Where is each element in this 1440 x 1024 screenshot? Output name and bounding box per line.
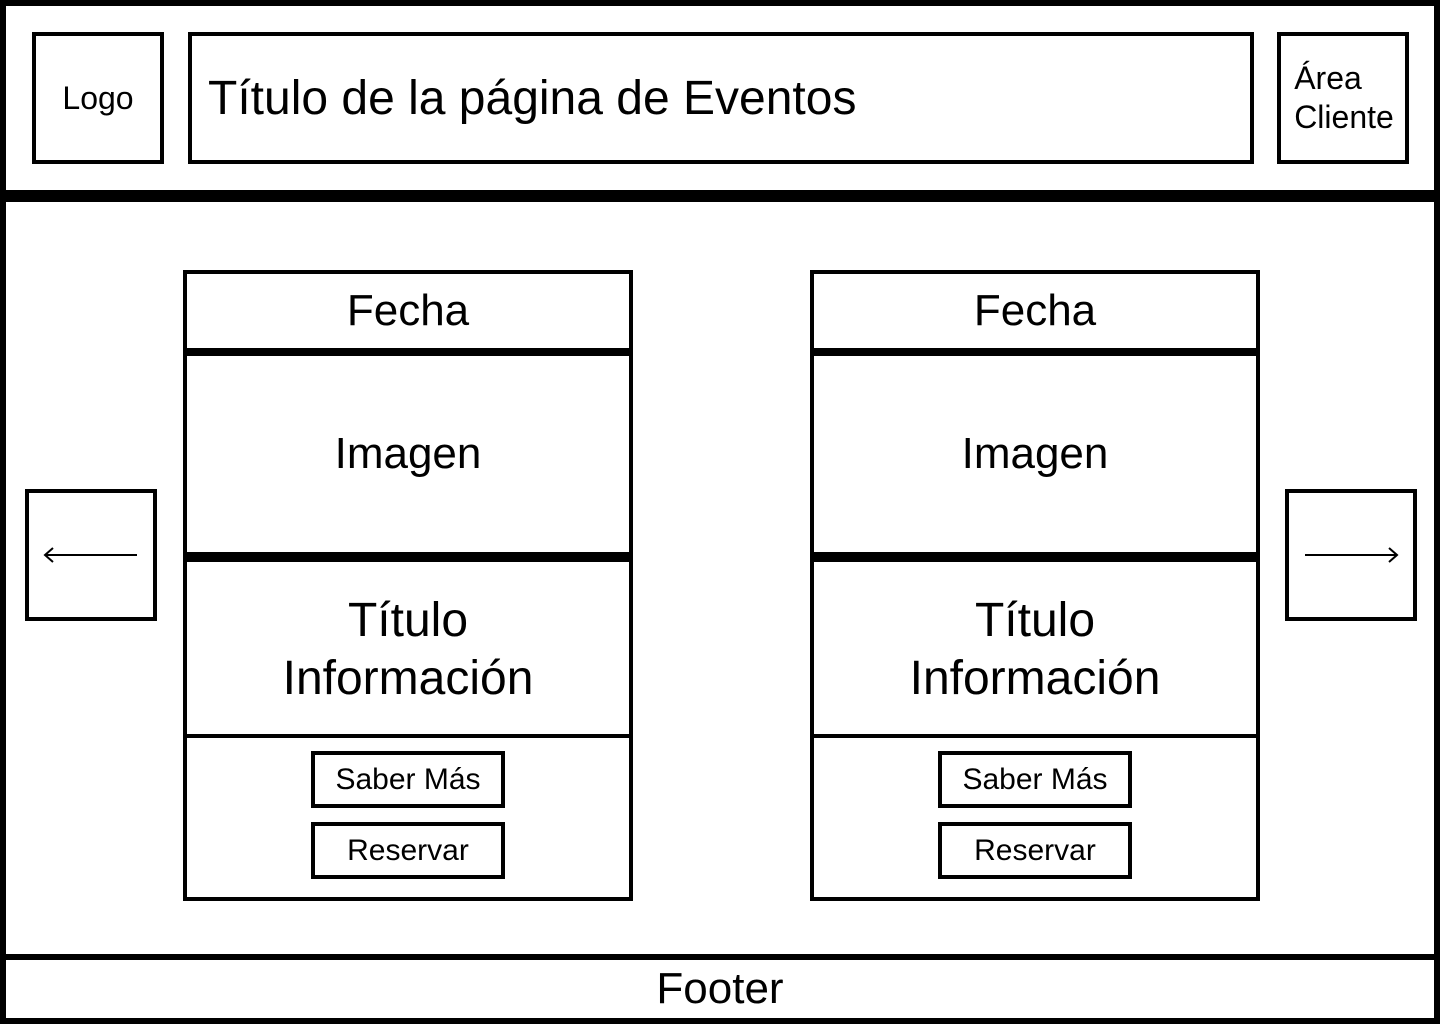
event-description: Información: [282, 652, 534, 705]
client-area-label-line-1: Área: [1294, 60, 1362, 96]
book-button[interactable]: Reservar: [938, 822, 1132, 879]
divider: [187, 552, 629, 562]
book-button[interactable]: Reservar: [311, 822, 505, 879]
arrow-left-icon: [43, 547, 137, 563]
event-info: Título Información: [187, 562, 629, 738]
divider: [814, 734, 1256, 738]
next-button[interactable]: [1285, 489, 1417, 621]
prev-button[interactable]: [25, 489, 157, 621]
page-title: Título de la página de Eventos: [188, 32, 1254, 164]
event-info: Título Información: [814, 562, 1256, 738]
event-image: Imagen: [334, 429, 482, 478]
footer-label: Footer: [656, 964, 784, 1013]
event-date: Fecha: [346, 286, 470, 335]
learn-more-button[interactable]: Saber Más: [311, 751, 505, 808]
client-area-label-line-2: Cliente: [1294, 99, 1394, 135]
learn-more-button[interactable]: Saber Más: [938, 751, 1132, 808]
client-area-button[interactable]: Área Cliente: [1277, 32, 1409, 164]
page-title-text: Título de la página de Eventos: [208, 71, 857, 125]
logo[interactable]: Logo: [32, 32, 164, 164]
logo-label: Logo: [62, 79, 134, 116]
divider: [814, 348, 1256, 356]
event-card: Fecha Imagen Título Información Saber Má…: [810, 270, 1260, 901]
divider: [187, 348, 629, 356]
event-card: Fecha Imagen Título Información Saber Má…: [183, 270, 633, 901]
event-description: Información: [909, 652, 1161, 705]
event-title: Título: [974, 594, 1096, 647]
page-footer: Footer: [0, 954, 1440, 1024]
client-area-label: Área Cliente: [1294, 59, 1394, 137]
divider: [187, 734, 629, 738]
divider: [814, 552, 1256, 562]
event-image: Imagen: [961, 429, 1109, 478]
arrow-right-icon: [1305, 547, 1399, 563]
event-title: Título: [347, 594, 469, 647]
event-date: Fecha: [973, 286, 1097, 335]
